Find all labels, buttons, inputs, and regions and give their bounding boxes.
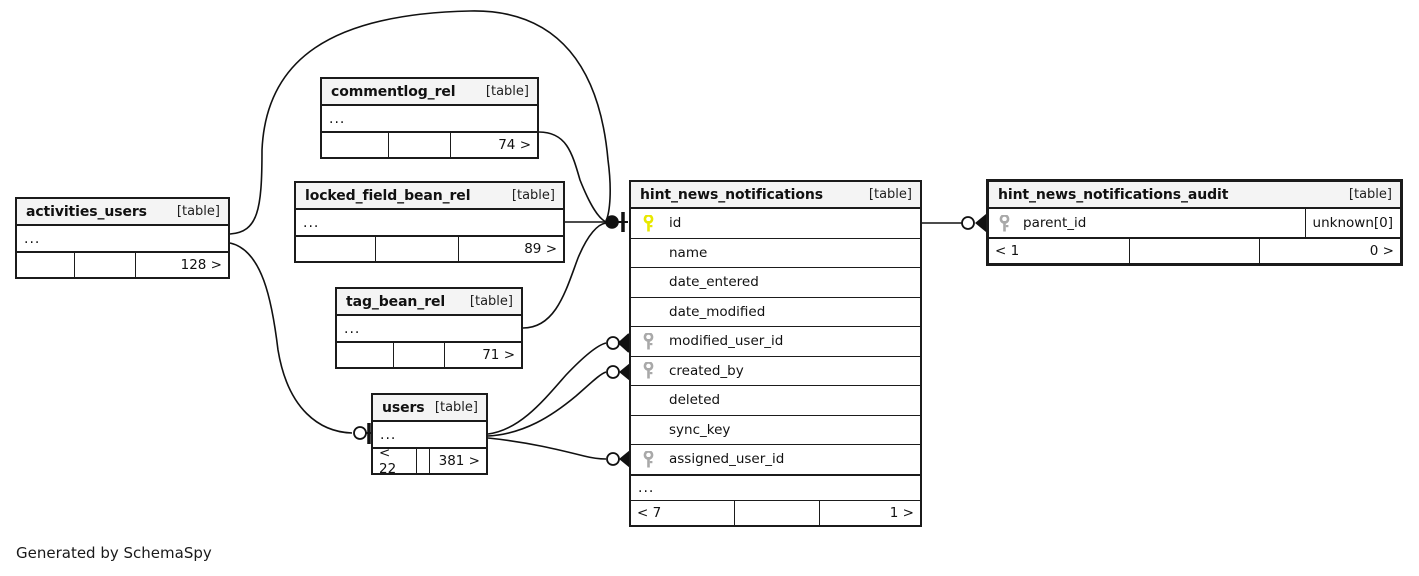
footer-outgoing-count: 128 > <box>180 257 222 273</box>
table-title: hint_news_notifications_audit <box>998 186 1229 203</box>
table-kind-label: [table] <box>1348 187 1392 202</box>
table-header: activities_users [table] <box>17 199 228 226</box>
table-node-tag-bean-rel[interactable]: tag_bean_rel [table] ... 71 > <box>335 287 523 369</box>
table-footer: 89 > <box>296 237 563 261</box>
edge-marker-assigned-user-id <box>606 450 630 468</box>
collapsed-columns-row: ... <box>631 474 920 501</box>
footer-outgoing-count: 381 > <box>438 453 480 469</box>
column-row-id[interactable]: id <box>631 209 920 239</box>
table-header: commentlog_rel [table] <box>322 79 537 106</box>
footer-incoming-count: < 7 <box>631 500 735 525</box>
collapsed-columns-row: ... <box>337 316 521 343</box>
column-row-parent-id[interactable]: parent_id unknown[0] <box>989 209 1400 239</box>
table-kind-label: [table] <box>469 294 513 309</box>
table-kind-label: [table] <box>511 188 555 203</box>
column-row-created-by[interactable]: created_by <box>631 357 920 386</box>
column-row-modified-user-id[interactable]: modified_user_id <box>631 327 920 357</box>
foreign-key-icon <box>631 450 665 468</box>
footer-outgoing-count: 71 > <box>482 347 515 363</box>
column-name: date_entered <box>669 274 759 291</box>
table-header: locked_field_bean_rel [table] <box>296 183 563 210</box>
column-name: sync_key <box>669 421 731 438</box>
table-header: users [table] <box>373 395 486 422</box>
primary-key-icon <box>631 214 665 232</box>
column-name: id <box>669 215 682 232</box>
table-footer: 128 > <box>17 253 228 277</box>
column-name: modified_user_id <box>669 333 784 350</box>
column-name: date_modified <box>669 303 766 320</box>
column-row-sync-key[interactable]: sync_key <box>631 416 920 445</box>
table-node-hint-news-notifications-audit[interactable]: hint_news_notifications_audit [table] pa… <box>986 179 1403 266</box>
footer-incoming-count: < 22 <box>373 445 417 477</box>
column-name: created_by <box>669 362 744 379</box>
table-title: users <box>382 399 425 416</box>
edge-marker-users-left <box>353 423 372 444</box>
table-header: hint_news_notifications [table] <box>631 182 920 209</box>
column-row-assigned-user-id[interactable]: assigned_user_id <box>631 445 920 475</box>
collapsed-columns-row: ... <box>296 210 563 237</box>
table-kind-label: [table] <box>434 400 478 415</box>
collapsed-columns-row: ... <box>17 226 228 253</box>
edge-marker-modified-user-id <box>606 333 630 353</box>
footer-middle-cell <box>376 237 459 261</box>
footer-incoming-count <box>337 343 394 367</box>
table-node-users[interactable]: users [table] ... < 22 381 > <box>371 393 488 477</box>
column-row-name[interactable]: name <box>631 239 920 268</box>
footer-middle-cell <box>417 449 430 473</box>
footer-outgoing-count: 1 > <box>889 504 914 521</box>
edge-marker-created-by <box>606 363 630 381</box>
table-node-locked-field-bean-rel[interactable]: locked_field_bean_rel [table] ... 89 > <box>294 181 565 263</box>
column-row-date-modified[interactable]: date_modified <box>631 298 920 327</box>
edge-marker-id <box>605 212 628 232</box>
table-footer: < 7 1 > <box>631 500 920 525</box>
generator-credit: Generated by SchemaSpy <box>16 544 212 562</box>
footer-middle-cell <box>735 500 820 525</box>
footer-outgoing-count: 0 > <box>1369 243 1394 259</box>
column-name: deleted <box>669 392 721 409</box>
footer-middle-cell <box>75 253 136 277</box>
footer-incoming-count <box>322 133 389 157</box>
table-header: tag_bean_rel [table] <box>337 289 521 316</box>
footer-middle-cell <box>389 133 451 157</box>
table-node-hint-news-notifications[interactable]: hint_news_notifications [table] id name … <box>629 180 922 527</box>
table-title: tag_bean_rel <box>346 293 446 310</box>
column-row-date-entered[interactable]: date_entered <box>631 268 920 298</box>
column-row-deleted[interactable]: deleted <box>631 386 920 416</box>
footer-outgoing-count: 89 > <box>524 241 557 257</box>
column-name: name <box>669 244 708 261</box>
table-node-activities-users[interactable]: activities_users [table] ... 128 > <box>15 197 230 279</box>
collapsed-columns-row: ... <box>322 106 537 133</box>
table-kind-label: [table] <box>868 187 912 202</box>
table-footer: 71 > <box>337 343 521 367</box>
table-title: activities_users <box>26 203 147 220</box>
table-footer: 74 > <box>322 133 537 157</box>
table-kind-label: [table] <box>176 204 220 219</box>
footer-middle-cell <box>394 343 445 367</box>
footer-incoming-count: < 1 <box>989 239 1130 263</box>
table-kind-label: [table] <box>485 84 529 99</box>
collapsed-columns-row: ... <box>373 422 486 449</box>
table-header: hint_news_notifications_audit [table] <box>989 182 1400 209</box>
table-node-commentlog-rel[interactable]: commentlog_rel [table] ... 74 > <box>320 77 539 159</box>
column-name: parent_id <box>1023 215 1087 231</box>
table-title: locked_field_bean_rel <box>305 187 471 204</box>
footer-incoming-count <box>296 237 376 261</box>
foreign-key-icon <box>631 332 665 350</box>
footer-outgoing-count: 74 > <box>498 137 531 153</box>
table-title: hint_news_notifications <box>640 186 823 203</box>
foreign-key-icon <box>989 214 1019 232</box>
edge-marker-parent-id <box>961 214 986 232</box>
footer-middle-cell <box>1130 239 1260 263</box>
column-type: unknown[0] <box>1304 209 1400 237</box>
foreign-key-icon <box>631 362 665 379</box>
column-name: assigned_user_id <box>669 451 785 468</box>
table-footer: < 22 381 > <box>373 445 486 477</box>
table-title: commentlog_rel <box>331 83 456 100</box>
table-footer: < 1 0 > <box>989 239 1400 263</box>
footer-incoming-count <box>17 253 75 277</box>
